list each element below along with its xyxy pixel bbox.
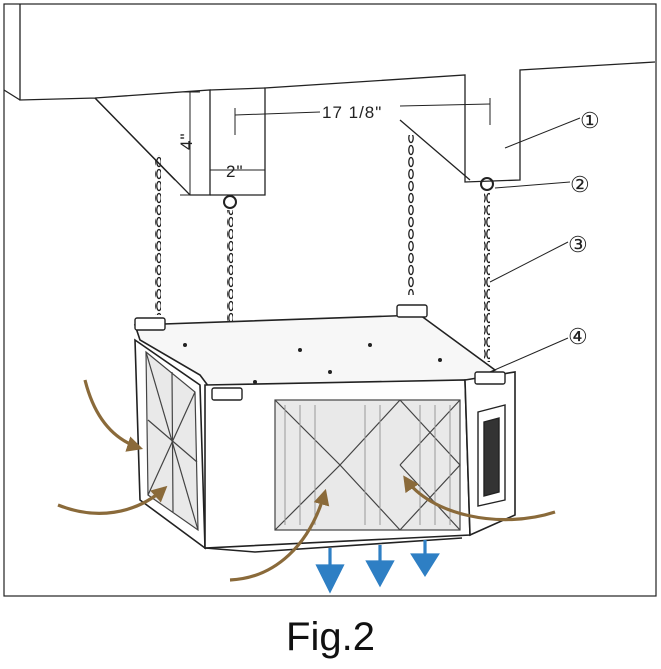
exhaust-arrow-3 <box>410 553 440 577</box>
top-screws <box>183 343 442 384</box>
left-filter-panel <box>145 350 199 532</box>
chain-rear-left <box>227 210 233 375</box>
control-panel <box>477 404 506 507</box>
exhaust-arrow-1 <box>315 564 345 594</box>
eye-hooks <box>223 177 494 209</box>
diagram-border <box>3 3 657 597</box>
front-filter-panel <box>274 399 461 531</box>
chain-front-left <box>155 155 161 315</box>
mounting-brackets <box>134 304 506 401</box>
callout-leaders <box>489 117 581 373</box>
chain-front-right <box>408 135 414 295</box>
chain-rear-right <box>484 192 490 362</box>
dimension-span-label: 17 1/8" <box>322 103 382 122</box>
callout-4: ④ <box>568 324 588 349</box>
dimension-lines <box>180 91 491 196</box>
callout-1: ① <box>580 108 600 133</box>
callout-3: ③ <box>568 232 588 257</box>
dimension-height-label: 4" <box>177 133 196 151</box>
ceiling-joists <box>3 4 656 196</box>
callout-markers: ① ② ③ ④ <box>568 108 600 349</box>
intake-arrow-4 <box>403 475 556 522</box>
dimension-offset-label: 2" <box>226 162 244 181</box>
hanging-chains <box>155 135 490 375</box>
exhaust-air-arrows <box>315 540 440 594</box>
intake-arrow-3 <box>229 488 330 582</box>
intake-air-arrows <box>57 379 556 582</box>
exhaust-arrow-2 <box>365 560 395 588</box>
intake-arrow-1 <box>83 379 144 452</box>
figure-caption: Fig.2 <box>286 615 375 659</box>
callout-2: ② <box>570 172 590 197</box>
intake-arrow-2 <box>57 485 168 515</box>
